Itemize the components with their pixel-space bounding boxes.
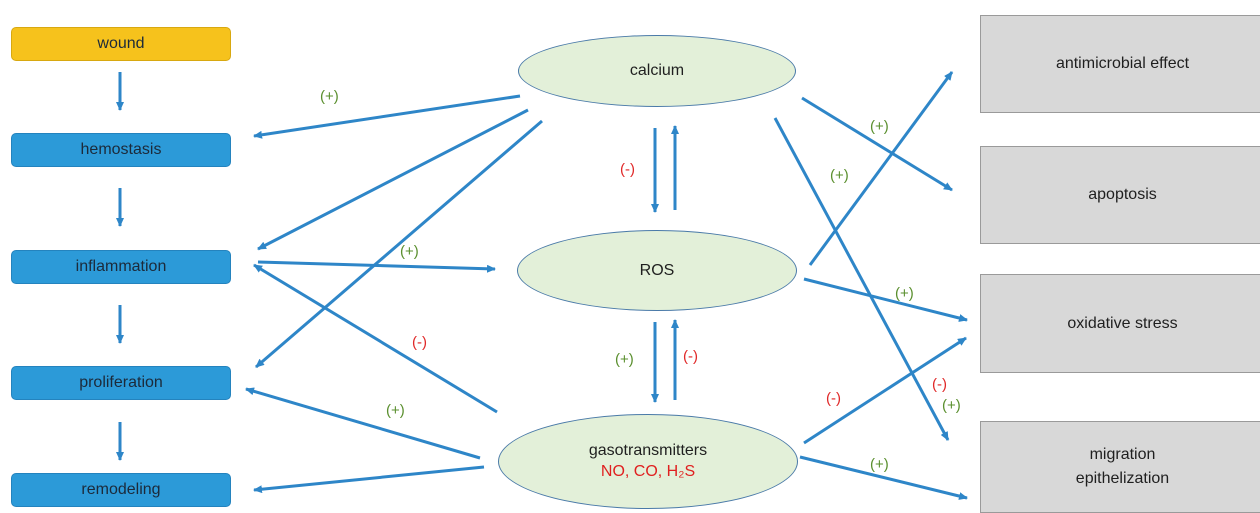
effect-epithelization-label: epithelization [1075,470,1170,487]
sign-gasotransmitters-migration: (+) [870,456,889,473]
sign-ros-antimicrobial: (+) [830,167,849,184]
arrow-gasotransmitters-to-migration [799,455,968,500]
mediator-ros: ROS [517,230,797,311]
arrow-calcium-to-proliferation [255,119,543,369]
mediator-calcium-label: calcium [629,62,685,79]
sign-gasotransmitters-oxidative-stress: (-) [826,390,841,407]
sign-gasotransmitters-proliferation: (+) [386,402,405,419]
arrow-ros-to-oxidative-stress [803,277,968,322]
sign-calcium-hemostasis: (+) [320,88,339,105]
stage-proliferation: proliferation [11,366,231,400]
effect-oxidative-stress: oxidative stress [980,274,1260,373]
sign-gasotransmitters-inflammation: (-) [412,334,427,351]
arrow-gasotransmitters-to-inflammation [253,263,498,414]
effect-migration-label: migration [1089,446,1156,463]
effect-apoptosis-label: apoptosis [1088,186,1157,203]
mediator-gasotransmitters: gasotransmitters NO, CO, H₂S [498,414,798,509]
effect-antimicrobial: antimicrobial effect [980,15,1260,113]
arrow-gasotransmitters-to-oxidative-stress [803,336,967,445]
arrow-calcium-to-hemostasis [253,94,521,139]
sign-calcium-migration-negative: (-) [932,376,947,393]
gasotransmitter-species-label: NO, CO, H₂S [600,463,696,480]
effect-oxidative-stress-label: oxidative stress [1067,314,1178,332]
arrow-gasotransmitters-to-remodeling [253,465,485,494]
stage-remodeling: remodeling [11,473,231,507]
arrow-inflammation-to-ros [257,260,496,273]
stage-inflammation: inflammation [11,250,231,284]
sign-calcium-migration-positive: (+) [942,397,961,414]
mediator-ros-label: ROS [639,261,675,279]
arrow-gasotransmitters-to-proliferation [245,387,481,460]
arrow-calcium-to-apoptosis [801,96,953,192]
sign-ros-oxidative-stress: (+) [895,285,914,302]
mediator-gasotransmitters-label: gasotransmitters [588,442,708,459]
sign-ros-gasotransmitters: (+) [615,351,634,368]
stage-hemostasis: hemostasis [11,133,231,167]
arrow-calcium-to-migration [773,117,950,441]
effect-antimicrobial-label: antimicrobial effect [1055,55,1190,72]
sign-gasotransmitters-ros: (-) [683,348,698,365]
effect-apoptosis: apoptosis [980,146,1260,244]
mediator-calcium: calcium [518,35,796,107]
arrow-calcium-to-inflammation [257,108,529,251]
arrow-ros-to-antimicrobial [808,71,954,266]
sign-calcium-ros: (-) [620,161,635,178]
stage-wound: wound [11,27,231,61]
sign-inflammation-ros: (+) [400,243,419,260]
effect-migration-epithelization: migration epithelization [980,421,1260,513]
sign-calcium-apoptosis: (+) [870,118,889,135]
